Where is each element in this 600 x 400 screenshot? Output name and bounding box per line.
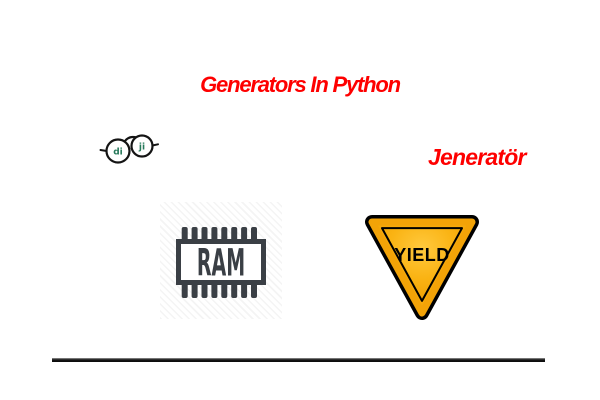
ram-chip-label-group: RAM [197,242,245,285]
ram-chip-icon: RAM [176,227,266,298]
bottom-divider-line [52,358,545,362]
logo-left-lens-text: di [113,147,123,157]
slide-title: Generators In Python [200,72,401,97]
glasses-left-lens [105,138,131,164]
slide-subtitle: Jeneratör [428,144,526,170]
ram-icon-block: RAM [160,202,282,319]
logo-right-lens-text: ji [138,142,145,152]
ram-chip-label: RAM [197,242,245,285]
yield-sign-icon: YIELD [365,215,479,320]
yield-sign-label: YIELD [394,245,450,265]
ram-chip-body [176,239,266,285]
yield-inner-line [381,227,463,302]
glasses-right-lens [130,134,154,158]
glasses-logo-icon: di ji [99,134,159,164]
ram-chip-pins [181,227,257,298]
